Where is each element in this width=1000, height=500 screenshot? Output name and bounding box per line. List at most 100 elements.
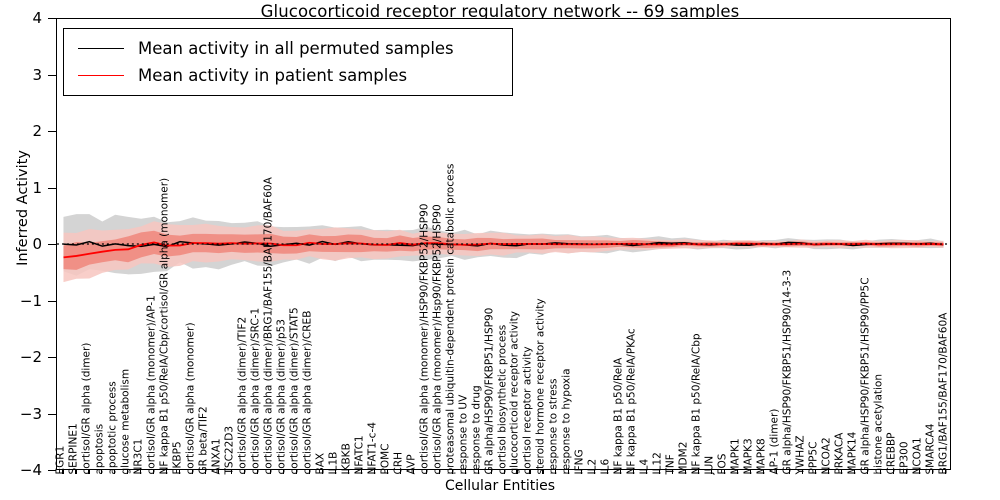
x-tick-mark bbox=[905, 469, 907, 474]
x-tick-mark bbox=[438, 469, 440, 474]
x-tick-mark bbox=[179, 469, 181, 474]
x-tick-mark bbox=[373, 469, 375, 474]
x-tick-mark bbox=[633, 469, 635, 474]
x-tick-mark bbox=[114, 469, 116, 474]
x-tick-mark bbox=[814, 469, 816, 474]
x-tick-mark bbox=[140, 469, 142, 474]
x-tick-mark bbox=[282, 469, 285, 474]
x-tick-mark bbox=[347, 469, 349, 474]
x-tick-mark bbox=[827, 469, 829, 474]
x-tick-mark bbox=[153, 469, 155, 474]
legend: Mean activity in all permuted samples Me… bbox=[63, 28, 513, 96]
legend-swatch-patient bbox=[78, 75, 124, 76]
x-tick-mark bbox=[724, 469, 726, 474]
x-tick-mark bbox=[257, 469, 259, 474]
x-tick-mark bbox=[788, 469, 790, 474]
x-tick-mark bbox=[762, 469, 764, 474]
x-tick-mark bbox=[399, 469, 401, 474]
x-tick-mark bbox=[775, 469, 777, 474]
x-tick-mark bbox=[581, 469, 583, 474]
x-tick-mark bbox=[646, 469, 648, 474]
x-axis-label: Cellular Entities bbox=[444, 478, 556, 494]
x-tick-mark bbox=[218, 469, 220, 474]
x-tick-mark bbox=[672, 469, 674, 474]
y-tick-label: 4 bbox=[32, 9, 42, 27]
legend-entry-patient: Mean activity in patient samples bbox=[74, 62, 502, 89]
x-tick-mark bbox=[879, 469, 881, 474]
x-tick-mark bbox=[607, 469, 609, 474]
y-tick-label: −4 bbox=[19, 461, 42, 479]
x-tick-mark bbox=[412, 469, 414, 474]
x-tick-mark bbox=[529, 469, 531, 474]
legend-entry-permuted: Mean activity in all permuted samples bbox=[74, 35, 502, 62]
x-tick-mark bbox=[918, 469, 920, 474]
x-tick-mark bbox=[360, 469, 362, 474]
x-tick-mark bbox=[944, 469, 946, 474]
y-tick-mark bbox=[48, 244, 56, 246]
x-tick-mark bbox=[334, 469, 336, 474]
y-tick-mark bbox=[48, 357, 56, 359]
x-tick-mark bbox=[295, 469, 298, 474]
chart-title: Glucocorticoid receptor regulatory netwo… bbox=[260, 2, 740, 21]
x-tick-mark bbox=[801, 469, 803, 474]
y-tick-label: 2 bbox=[32, 122, 42, 140]
x-tick-mark bbox=[736, 469, 739, 474]
y-tick-label: 1 bbox=[32, 178, 42, 197]
x-tick-mark bbox=[192, 469, 194, 474]
x-tick-mark bbox=[308, 469, 311, 474]
x-tick-mark bbox=[127, 469, 129, 474]
x-tick-mark bbox=[386, 469, 388, 474]
x-tick-mark bbox=[464, 469, 466, 474]
legend-label-permuted: Mean activity in all permuted samples bbox=[138, 39, 454, 58]
patient-variability-band-outer bbox=[63, 221, 944, 283]
y-tick-mark bbox=[48, 470, 56, 472]
x-tick-mark bbox=[542, 469, 544, 474]
x-tick-mark bbox=[503, 469, 505, 474]
x-tick-mark bbox=[490, 469, 492, 474]
y-tick-label: −2 bbox=[19, 348, 42, 366]
x-tick-mark bbox=[620, 469, 622, 474]
x-tick-mark bbox=[451, 469, 453, 474]
patient-variability-band-inner bbox=[63, 230, 944, 270]
y-tick-mark bbox=[48, 300, 56, 302]
x-tick-mark bbox=[516, 469, 518, 474]
y-tick-label: −1 bbox=[19, 291, 42, 310]
x-tick-mark bbox=[659, 469, 661, 474]
x-tick-mark bbox=[711, 469, 713, 474]
x-tick-mark bbox=[62, 469, 64, 474]
y-tick-mark bbox=[48, 413, 56, 415]
x-tick-mark bbox=[321, 469, 323, 474]
y-tick-mark bbox=[48, 131, 56, 133]
x-tick-mark bbox=[75, 469, 77, 474]
x-tick-mark bbox=[425, 469, 427, 474]
x-tick-mark bbox=[866, 469, 868, 474]
x-tick-mark bbox=[166, 469, 168, 474]
x-tick-mark bbox=[931, 469, 933, 474]
x-tick-mark bbox=[594, 469, 596, 474]
x-tick-mark bbox=[892, 469, 894, 474]
x-tick-mark bbox=[270, 469, 272, 474]
x-tick-mark bbox=[477, 469, 479, 474]
x-tick-mark bbox=[698, 469, 700, 474]
x-tick-mark bbox=[853, 469, 855, 474]
y-tick-mark bbox=[48, 187, 56, 189]
y-tick-label: 0 bbox=[32, 235, 42, 253]
x-tick-mark bbox=[840, 469, 842, 474]
legend-swatch-permuted bbox=[78, 48, 124, 49]
x-tick-mark bbox=[568, 469, 570, 474]
y-tick-mark bbox=[48, 74, 56, 76]
x-tick-mark bbox=[555, 469, 557, 474]
x-tick-mark bbox=[88, 469, 90, 474]
variability-bands bbox=[63, 214, 944, 283]
x-tick-mark bbox=[244, 469, 246, 474]
x-tick-mark bbox=[749, 469, 752, 474]
legend-label-patient: Mean activity in patient samples bbox=[138, 66, 408, 85]
x-tick-mark bbox=[231, 469, 233, 474]
x-tick-mark bbox=[205, 469, 207, 474]
x-tick-mark bbox=[101, 469, 103, 474]
y-tick-label: −3 bbox=[19, 404, 42, 423]
y-tick-mark bbox=[48, 18, 56, 20]
y-tick-label: 3 bbox=[32, 65, 42, 84]
x-tick-mark bbox=[685, 469, 687, 474]
